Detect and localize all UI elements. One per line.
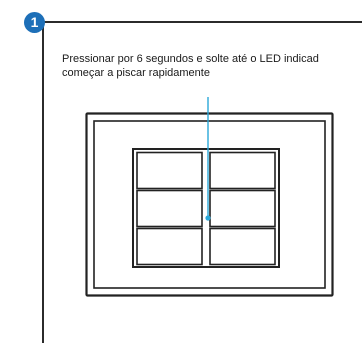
left-key-column xyxy=(136,151,203,266)
key-left-top xyxy=(136,151,203,190)
step-side-rule xyxy=(42,21,44,343)
key-left-bottom xyxy=(136,227,203,266)
step-number-badge: 1 xyxy=(24,12,45,33)
step-header-rule xyxy=(42,21,362,23)
instruction-line-2: começar a piscar rapidamente xyxy=(62,67,210,79)
key-right-bottom xyxy=(209,227,276,266)
key-right-top xyxy=(209,151,276,190)
key-left-middle xyxy=(136,189,203,228)
instruction-line-1: Pressionar por 6 segundos e solte até o … xyxy=(62,53,319,65)
key-right-middle xyxy=(209,189,276,228)
instruction-text: Pressionar por 6 segundos e solte até o … xyxy=(62,52,362,80)
right-key-column xyxy=(209,151,276,266)
led-indicator-dot xyxy=(205,215,211,221)
